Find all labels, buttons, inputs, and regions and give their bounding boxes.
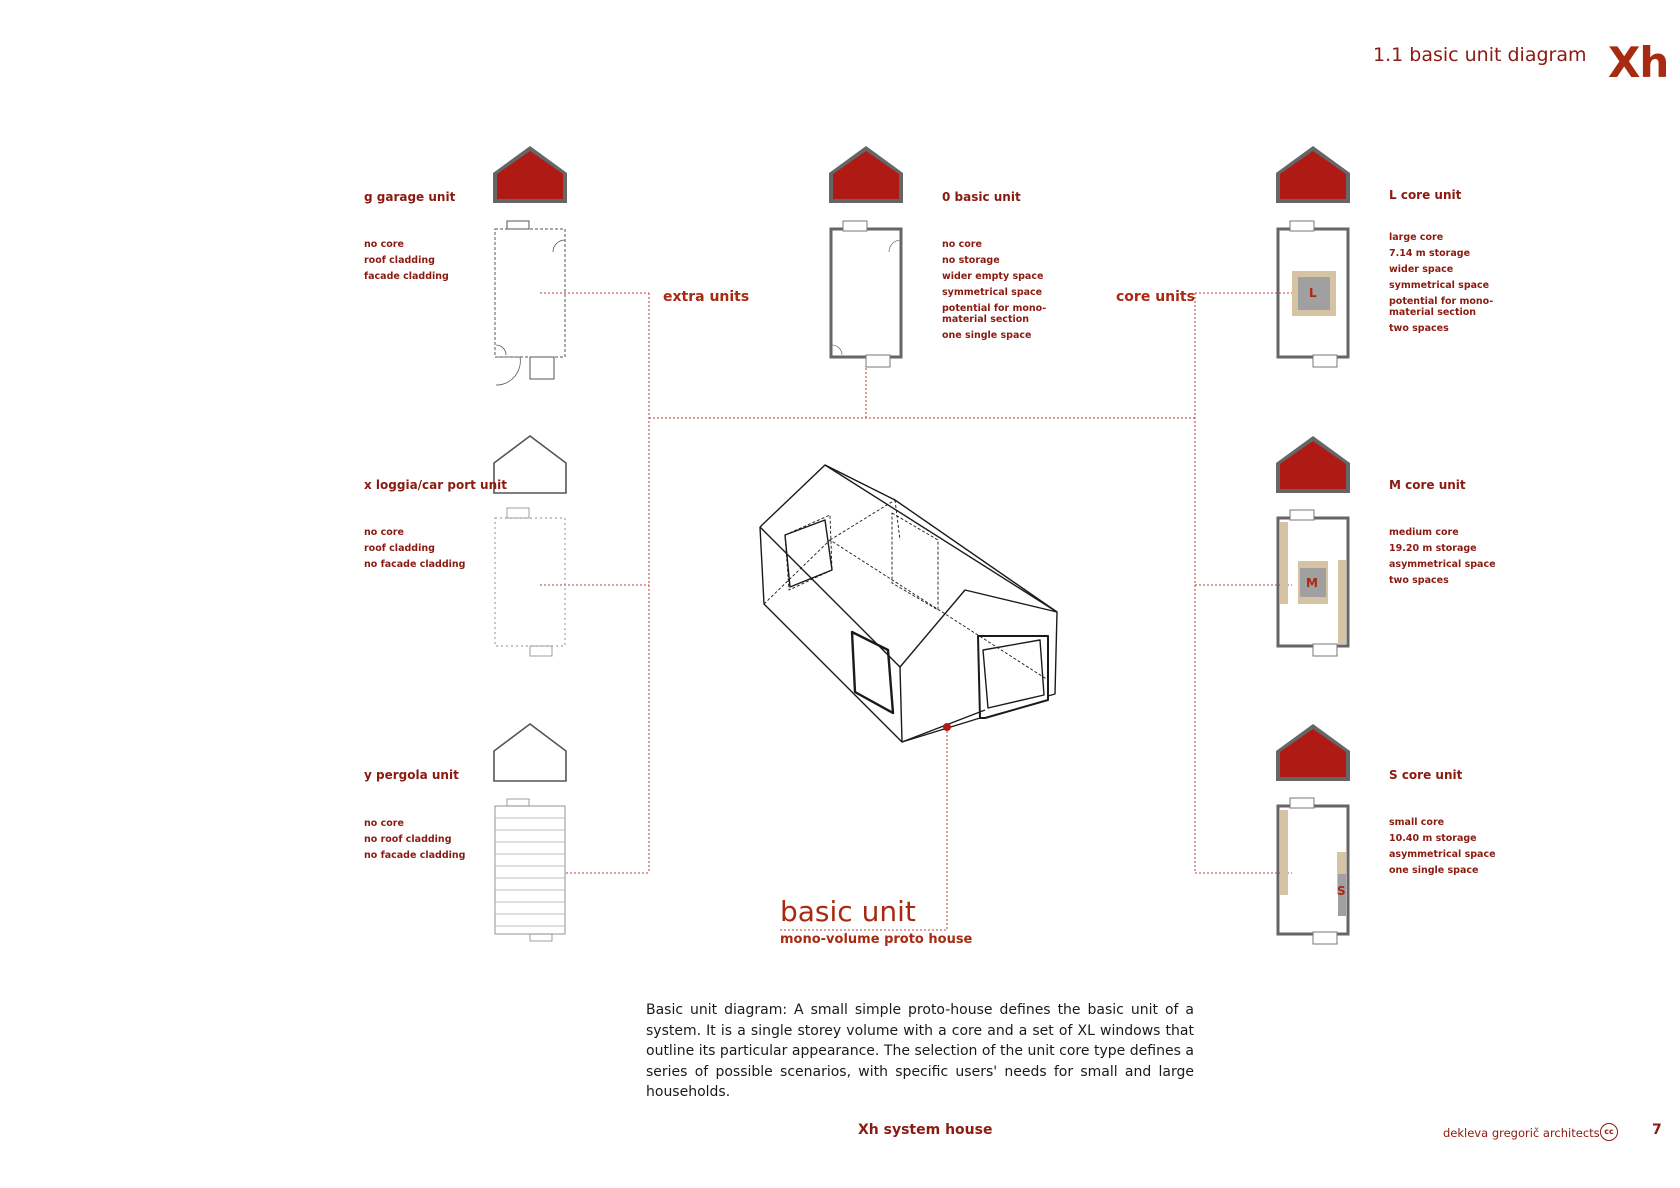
basic-unit-subheading: mono-volume proto house bbox=[780, 932, 973, 947]
basic-unit-heading: basic unit bbox=[780, 895, 916, 928]
feature-item: potential for mono-material section bbox=[942, 303, 1047, 325]
feature-item: symmetrical space bbox=[942, 287, 1043, 298]
pergola-roof-icon bbox=[493, 723, 567, 782]
feature-item: no facade cladding bbox=[364, 559, 466, 570]
feature-item: wider space bbox=[1389, 264, 1454, 275]
s-core-marker: S bbox=[1337, 884, 1346, 898]
l-core-marker: L bbox=[1309, 286, 1317, 300]
feature-item: one single space bbox=[1389, 865, 1479, 876]
feature-item: two spaces bbox=[1389, 575, 1449, 586]
s-core-unit-drawing bbox=[1276, 724, 1350, 945]
feature-item: wider empty space bbox=[942, 271, 1044, 282]
feature-item: no core bbox=[942, 239, 982, 250]
s-core-unit-title: S core unit bbox=[1389, 768, 1463, 782]
l-roof-icon bbox=[1276, 146, 1350, 203]
l-core-unit-drawing bbox=[1276, 146, 1350, 368]
diagram-description: Basic unit diagram: A small simple proto… bbox=[646, 1002, 1194, 1100]
s-roof-icon bbox=[1276, 724, 1350, 781]
feature-item: 19.20 m storage bbox=[1389, 543, 1477, 554]
feature-item: facade cladding bbox=[364, 271, 449, 282]
basic-roof-icon bbox=[829, 146, 903, 203]
feature-item: symmetrical space bbox=[1389, 280, 1490, 291]
feature-item: 7.14 m storage bbox=[1389, 248, 1471, 259]
core-units-label: core units bbox=[1116, 289, 1195, 305]
m-core-unit-features: medium core 19.20 m storage asymmetrical… bbox=[1389, 527, 1499, 592]
feature-item: 10.40 m storage bbox=[1389, 833, 1477, 844]
pergola-unit-title: y pergola unit bbox=[364, 768, 459, 782]
garage-roof-icon bbox=[493, 146, 567, 203]
loggia-unit-features: no core roof cladding no facade cladding bbox=[364, 527, 474, 576]
brand-logo: Xh bbox=[1608, 38, 1669, 87]
feature-item: no roof cladding bbox=[364, 834, 452, 845]
garage-unit-title: g garage unit bbox=[364, 190, 456, 204]
page-number: 7 bbox=[1652, 1122, 1662, 1138]
garage-unit-features: no core roof cladding facade cladding bbox=[364, 239, 474, 288]
feature-item: potential for mono-material section bbox=[1389, 296, 1494, 318]
feature-item: asymmetrical space bbox=[1389, 559, 1496, 570]
feature-item: large core bbox=[1389, 232, 1444, 243]
garage-unit-drawing bbox=[493, 146, 567, 386]
feature-item: no storage bbox=[942, 255, 1000, 266]
creative-commons-icon: cc bbox=[1600, 1123, 1618, 1141]
l-core-unit-title: L core unit bbox=[1389, 188, 1462, 202]
page-title: 1.1 basic unit diagram bbox=[1373, 44, 1587, 66]
connector-lines bbox=[540, 292, 1292, 931]
pergola-unit-features: no core no roof cladding no facade cladd… bbox=[364, 818, 474, 867]
feature-item: roof cladding bbox=[364, 543, 435, 554]
m-roof-icon bbox=[1276, 436, 1350, 493]
feature-item: one single space bbox=[942, 329, 1032, 341]
feature-item: no core bbox=[364, 239, 404, 250]
loggia-unit-drawing bbox=[493, 435, 567, 657]
basic-unit-isometric-drawing bbox=[759, 464, 1058, 743]
m-core-unit-title: M core unit bbox=[1389, 478, 1466, 492]
feature-item: no core bbox=[364, 527, 404, 538]
m-core-marker: M bbox=[1306, 576, 1318, 590]
pergola-unit-drawing bbox=[493, 723, 567, 942]
l-core-unit-features: large core 7.14 m storage wider space sy… bbox=[1389, 232, 1499, 340]
extra-units-label: extra units bbox=[663, 289, 750, 305]
feature-item: no core bbox=[364, 818, 404, 829]
feature-item: two spaces bbox=[1389, 322, 1449, 334]
feature-item: asymmetrical space bbox=[1389, 849, 1496, 860]
m-core-unit-drawing bbox=[1276, 436, 1350, 657]
s-core-unit-features: small core 10.40 m storage asymmetrical … bbox=[1389, 817, 1499, 882]
basic-unit-plan-drawing bbox=[829, 146, 903, 368]
basic-unit-title: 0 basic unit bbox=[942, 190, 1021, 204]
feature-item: no facade cladding bbox=[364, 850, 466, 861]
feature-item: roof cladding bbox=[364, 255, 435, 266]
loggia-unit-title: x loggia/car port unit bbox=[364, 478, 507, 492]
footer-architects: dekleva gregorič architects bbox=[1443, 1126, 1600, 1140]
feature-item: medium core bbox=[1389, 527, 1459, 538]
feature-item: small core bbox=[1389, 817, 1445, 828]
basic-unit-features: no core no storage wider empty space sym… bbox=[942, 239, 1052, 347]
anchor-dot bbox=[943, 723, 951, 731]
footer-project-name: Xh system house bbox=[858, 1122, 993, 1138]
